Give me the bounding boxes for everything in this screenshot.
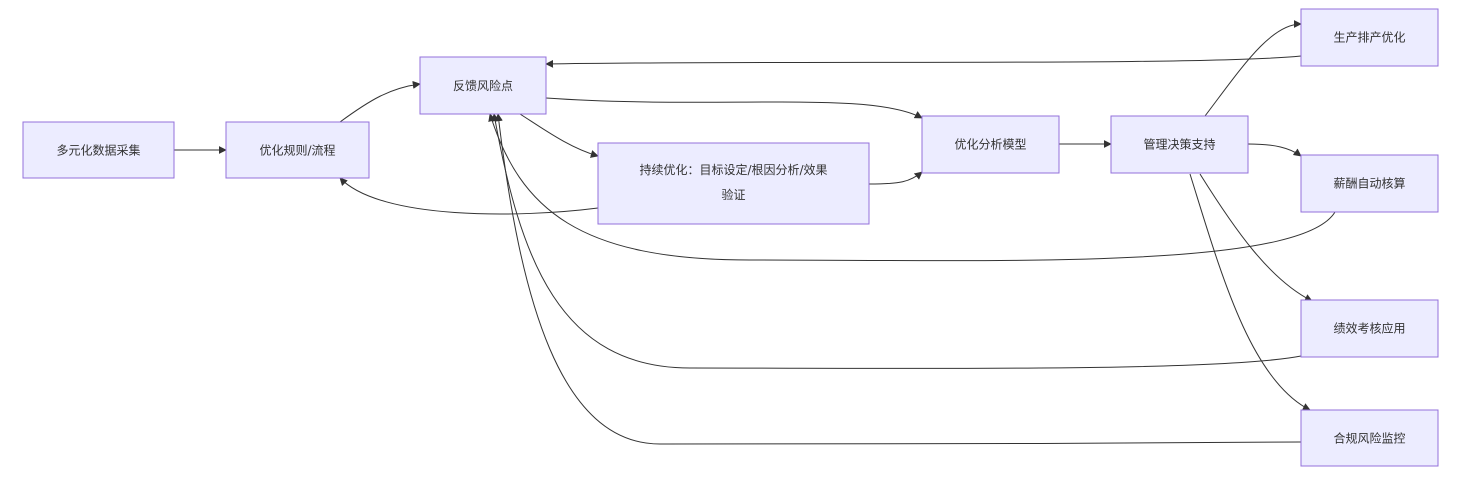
edge-rules-to-risk	[339, 80, 421, 123]
node-rules-label: 优化规则/流程	[259, 143, 335, 158]
edge-decision-to-schedule	[1204, 20, 1302, 117]
node-model: 优化分析模型	[921, 115, 1060, 174]
node-decision: 管理决策支持	[1110, 115, 1249, 174]
node-schedule: 生产排产优化	[1300, 8, 1439, 67]
edge-schedule-to-risk	[545, 55, 1302, 68]
node-schedule-label: 生产排产优化	[1333, 31, 1405, 45]
edge-risk-to-continuous	[519, 113, 599, 158]
node-performance: 绩效考核应用	[1300, 299, 1439, 358]
edge-continuous-to-rules	[339, 177, 599, 215]
edge-risk-to-model	[545, 97, 923, 119]
node-collect-label: 多元化数据采集	[56, 143, 140, 158]
node-risk-label: 反馈风险点	[453, 78, 513, 93]
node-salary-label: 薪酬自动核算	[1333, 176, 1405, 191]
node-continuous: 持续优化：目标设定/根因分析/效果 验证	[597, 142, 870, 225]
node-compliance: 合规风险监控	[1300, 409, 1439, 467]
node-continuous-label-line1: 持续优化：目标设定/根因分析/效果	[639, 162, 827, 177]
node-compliance-label: 合规风险监控	[1333, 431, 1405, 446]
node-rules: 优化规则/流程	[225, 121, 370, 179]
edge-salary-to-risk	[488, 113, 1336, 262]
edges	[174, 20, 1336, 445]
node-performance-label: 绩效考核应用	[1333, 321, 1405, 336]
node-model-label: 优化分析模型	[954, 138, 1026, 152]
edge-continuous-to-model	[868, 171, 923, 185]
node-continuous-label-line2: 验证	[721, 187, 745, 202]
edge-decision-to-performance	[1199, 173, 1313, 302]
edge-decision-to-compliance	[1189, 173, 1311, 411]
node-salary: 薪酬自动核算	[1300, 154, 1439, 213]
node-risk: 反馈风险点	[419, 56, 547, 115]
edge-decision-to-salary	[1247, 143, 1302, 157]
node-decision-label: 管理决策支持	[1143, 137, 1215, 152]
edge-compliance-to-risk	[494, 113, 1302, 445]
node-collect: 多元化数据采集	[22, 121, 175, 179]
edge-performance-to-risk	[491, 113, 1302, 369]
